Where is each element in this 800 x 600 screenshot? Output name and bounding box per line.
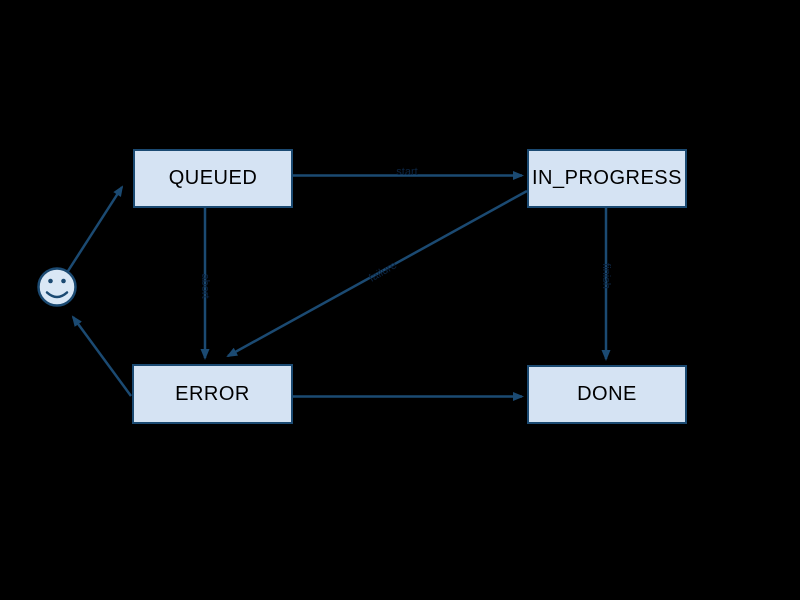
edge-error-to-user	[71, 315, 133, 397]
edge-label-in-progress-to-done: finish	[600, 263, 612, 289]
state-node-queued: QUEUED	[133, 149, 293, 208]
state-node-done: DONE	[527, 365, 687, 424]
state-label-in-progress: IN_PROGRESS	[532, 167, 682, 189]
state-node-error: ERROR	[132, 364, 293, 424]
edge-label-queued-to-error: abort	[199, 273, 211, 299]
edge-in-progress-to-error	[226, 189, 528, 358]
state-label-done: DONE	[577, 383, 637, 405]
state-label-error: ERROR	[175, 382, 250, 405]
state-label-queued: QUEUED	[168, 167, 258, 189]
edge-label-queued-to-in-progress: start	[396, 166, 418, 178]
smiley-face-icon	[37, 267, 77, 307]
edge-user-to-queued	[66, 185, 124, 272]
state-node-in-progress: IN_PROGRESS	[527, 149, 687, 208]
